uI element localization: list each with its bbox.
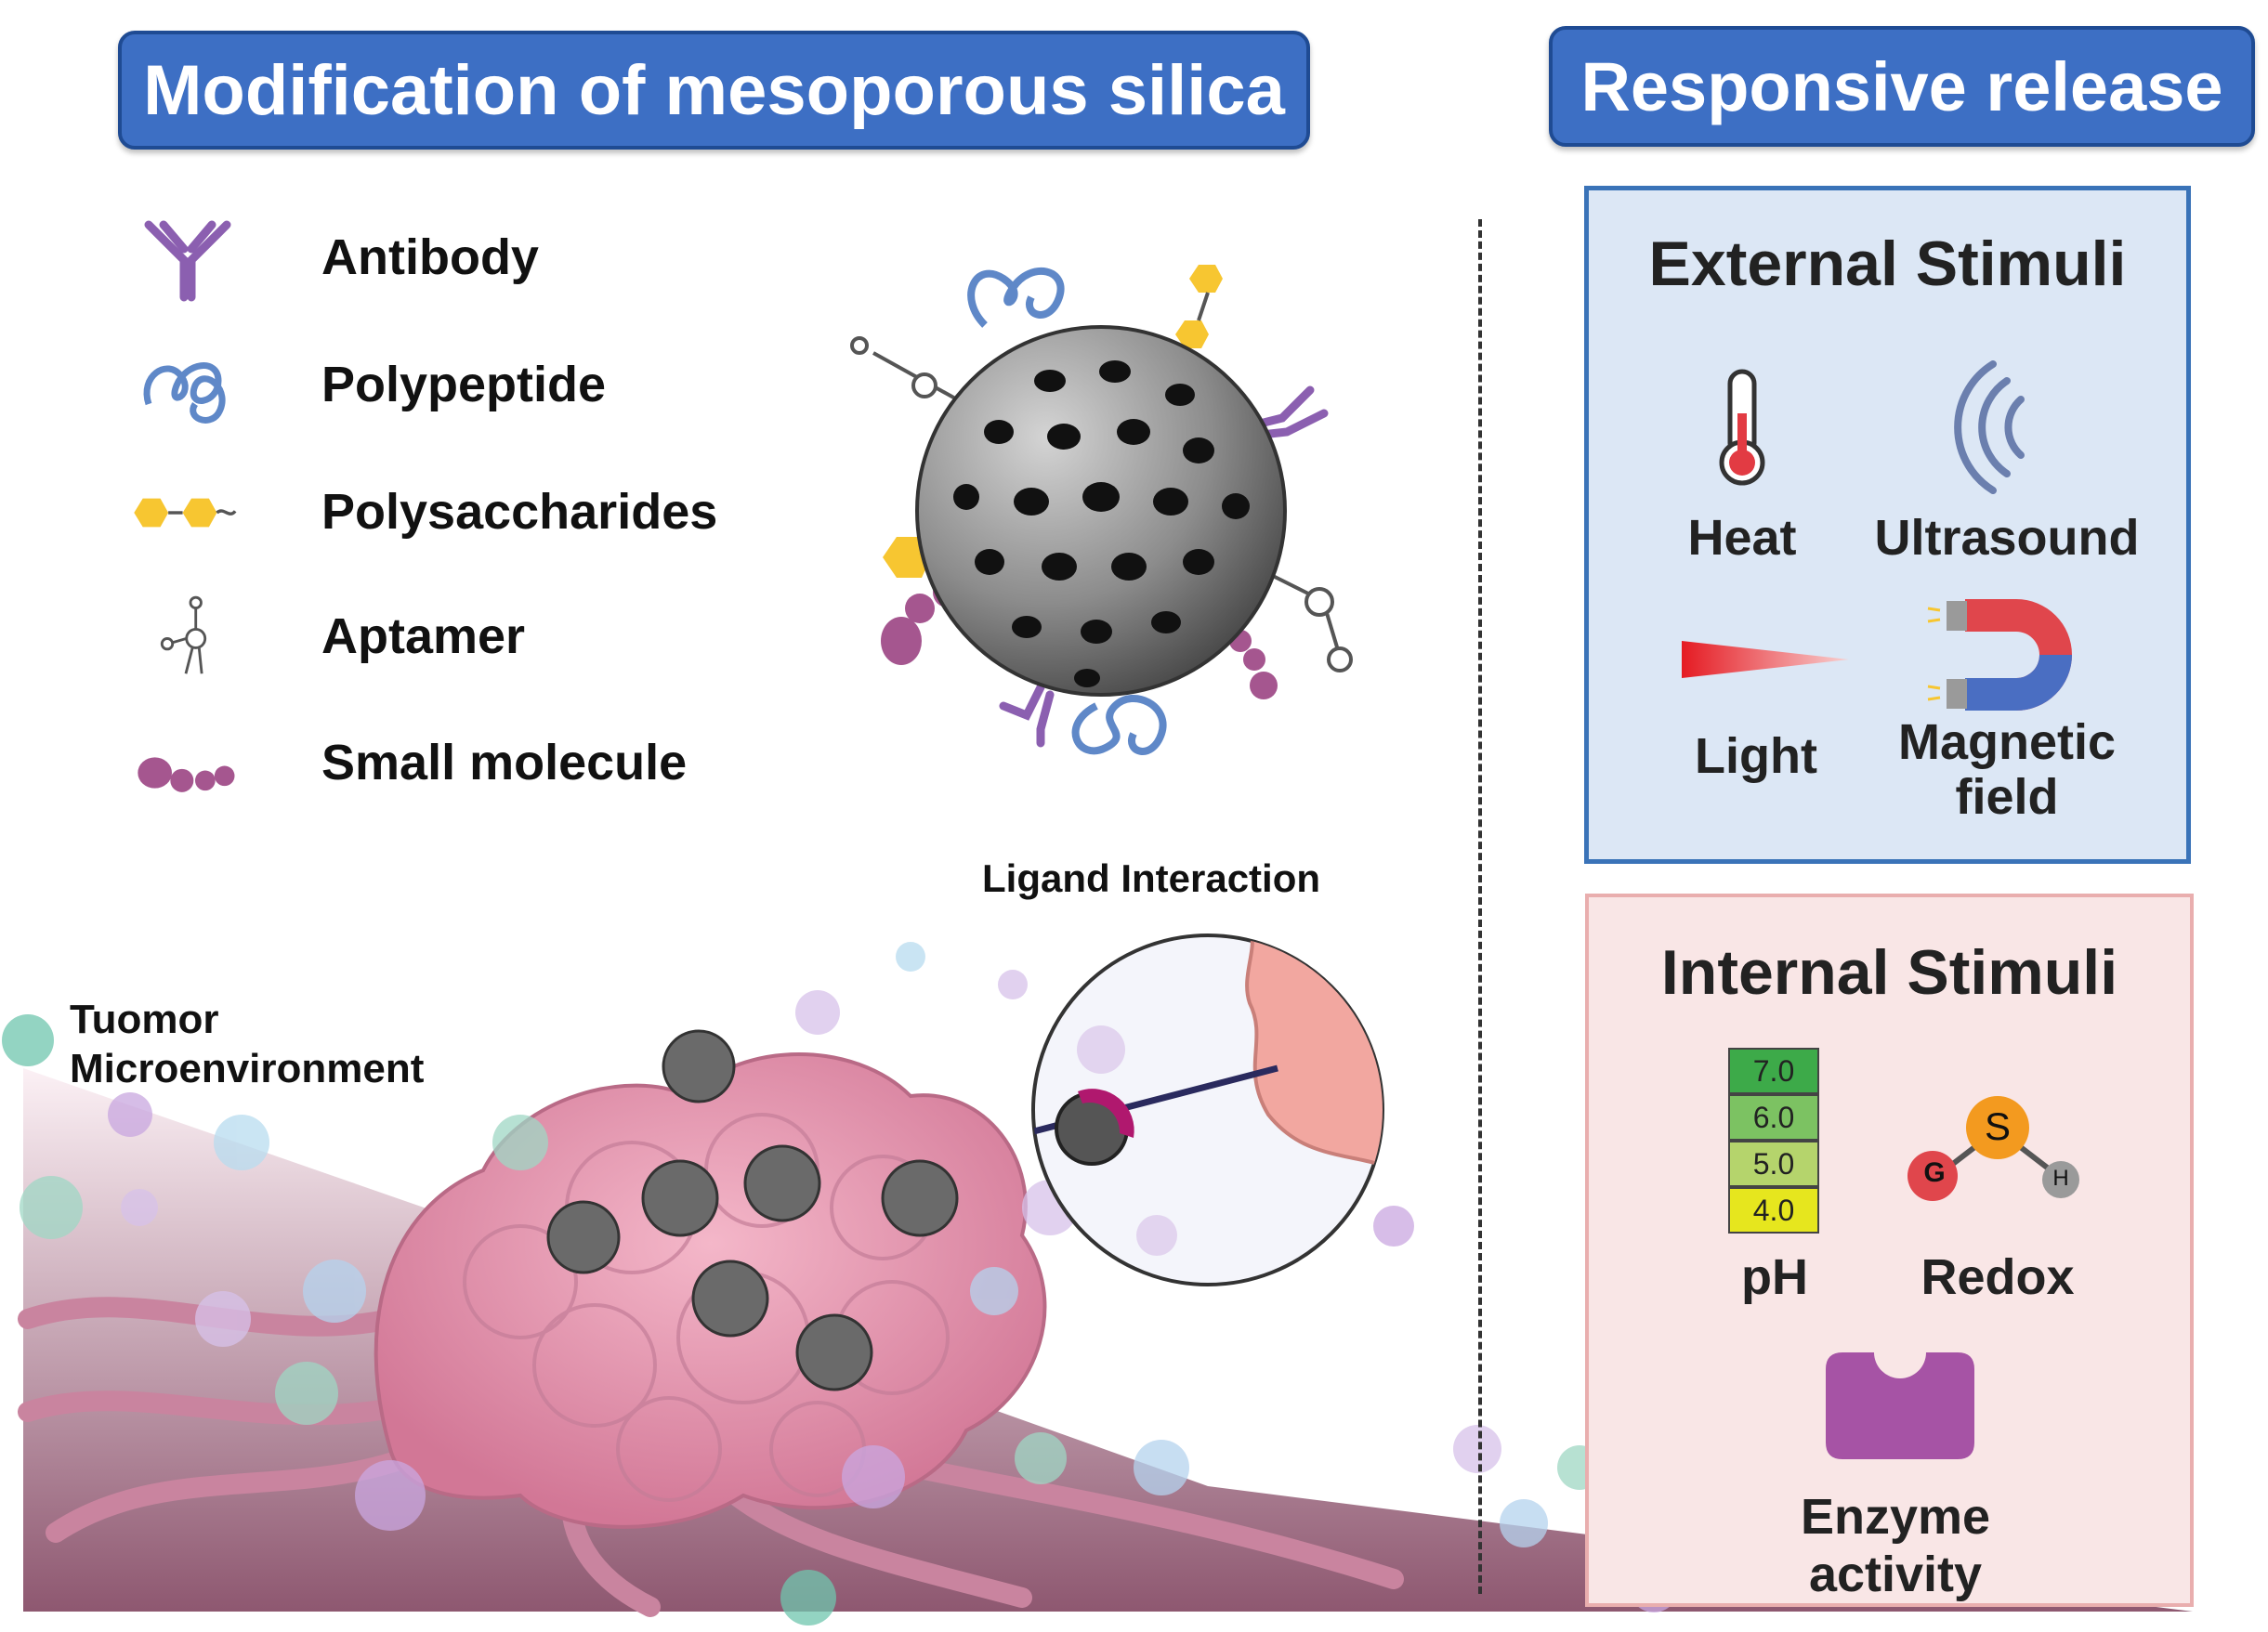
legend-aptamer: Aptamer bbox=[130, 591, 780, 684]
aptamer-icon bbox=[160, 595, 207, 674]
ligand-interaction-inset bbox=[1031, 934, 1384, 1286]
enzyme-label-line2: activity bbox=[1808, 1547, 1983, 1603]
atom-h: H bbox=[2052, 1166, 2069, 1191]
ligand-interaction-label: Ligand Interaction bbox=[982, 856, 1321, 900]
ph-cell-7: 7.0 bbox=[1728, 1048, 1819, 1094]
thermometer-icon bbox=[1719, 369, 1765, 486]
enzyme-activity-label: Enzyme activity bbox=[1756, 1488, 2035, 1603]
magnetic-label-line2: field bbox=[1955, 769, 2059, 826]
ultrasound-icon bbox=[1954, 360, 2025, 494]
ph-label: pH bbox=[1741, 1249, 1808, 1305]
redox-molecule-icon bbox=[1907, 1096, 2079, 1201]
external-stimuli-title: External Stimuli bbox=[1648, 228, 2127, 299]
legend-label: Antibody bbox=[321, 229, 539, 285]
ultrasound-label: Ultrasound bbox=[1874, 510, 2140, 566]
legend-antibody: Antibody bbox=[130, 212, 780, 305]
polysaccharide-icon bbox=[134, 498, 237, 528]
section-divider bbox=[1478, 219, 1482, 1594]
heat-label: Heat bbox=[1687, 510, 1797, 566]
redox-label: Redox bbox=[1921, 1249, 2075, 1305]
header-responsive-release: Responsive release bbox=[1549, 26, 2255, 147]
external-stimuli-panel: External Stimuli Heat Ultrasound Light M… bbox=[1584, 186, 2191, 864]
magnetic-label-line1: Magnetic bbox=[1897, 714, 2117, 770]
legend-label: Aptamer bbox=[321, 608, 526, 664]
magnetic-field-label: Magnetic field bbox=[1858, 714, 2156, 826]
antibody-icon bbox=[144, 220, 231, 302]
legend-small-molecule: Small molecule bbox=[130, 717, 780, 810]
mesoporous-silica-nanoparticle bbox=[850, 265, 1353, 755]
polypeptide-icon bbox=[143, 362, 226, 424]
enzyme-icon bbox=[1826, 1352, 1974, 1459]
legend-label: Polysaccharides bbox=[321, 484, 718, 540]
ph-scale: 7.0 6.0 5.0 4.0 bbox=[1728, 1048, 1819, 1237]
internal-stimuli-title: Internal Stimuli bbox=[1660, 937, 2118, 1008]
light-label: Light bbox=[1695, 728, 1817, 784]
legend-polysaccharides: Polysaccharides bbox=[130, 466, 780, 559]
nanoparticles-on-tumor bbox=[546, 1029, 959, 1391]
light-icon bbox=[1682, 641, 1849, 678]
ph-cell-6: 6.0 bbox=[1728, 1094, 1819, 1141]
legend-polypeptide: Polypeptide bbox=[130, 339, 780, 432]
atom-g: G bbox=[1923, 1157, 1946, 1188]
enzyme-label-line1: Enzyme bbox=[1800, 1489, 1991, 1545]
tumor-label-line1: Tuomor bbox=[70, 997, 219, 1042]
ph-cell-4: 4.0 bbox=[1728, 1187, 1819, 1234]
ph-cell-5: 5.0 bbox=[1728, 1141, 1819, 1187]
legend-label: Small molecule bbox=[321, 735, 688, 790]
internal-stimuli-panel: Internal Stimuli 7.0 6.0 5.0 4.0 pH G S … bbox=[1585, 894, 2194, 1607]
legend-label: Polypeptide bbox=[321, 357, 607, 412]
magnet-icon bbox=[1927, 599, 2072, 711]
tumor-label-line2: Microenvironment bbox=[70, 1045, 425, 1091]
tumor-microenvironment-label: Tuomor Microenvironment bbox=[70, 996, 424, 1094]
atom-s: S bbox=[1984, 1104, 2011, 1148]
small-molecule-icon bbox=[138, 757, 235, 792]
header-modification: Modification of mesoporous silica bbox=[118, 31, 1310, 150]
